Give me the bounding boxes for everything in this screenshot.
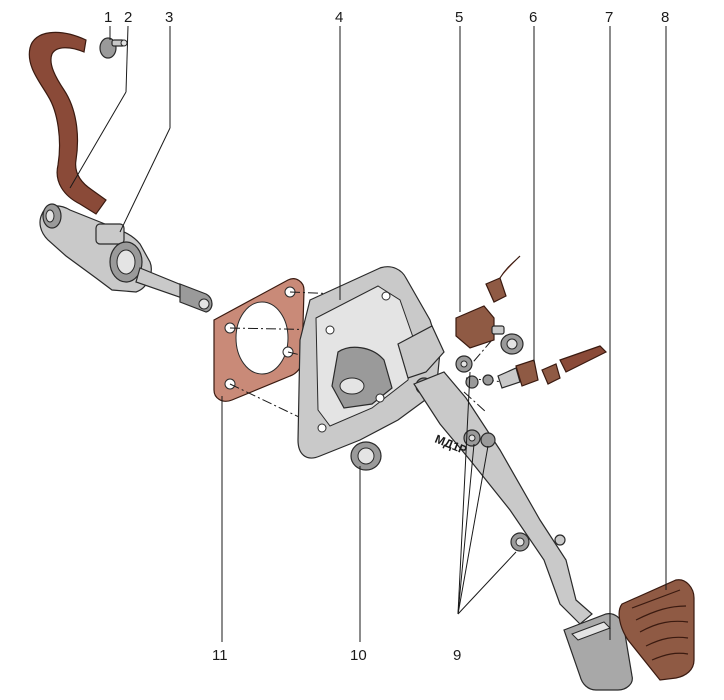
- callout-4: 4: [335, 9, 343, 26]
- callout-1: 1: [104, 9, 112, 26]
- gasket: [213, 278, 305, 402]
- callout-3: 3: [165, 9, 173, 26]
- callout-7: 7: [605, 9, 613, 26]
- bushing: [350, 441, 382, 471]
- callout-labels: 1 2 3 4 5 6 7 8 9 10 11: [104, 9, 669, 664]
- clutch-pedal-pad: [618, 579, 695, 681]
- pedal-bracket: [297, 266, 445, 459]
- hose-clamp: [99, 37, 128, 59]
- nuts: [455, 355, 566, 552]
- hose: [28, 31, 107, 215]
- callout-11: 11: [212, 647, 228, 664]
- callout-6: 6: [529, 9, 537, 26]
- callout-5: 5: [455, 9, 463, 26]
- master-cylinder: [39, 203, 213, 313]
- stop-light-switch: [455, 255, 524, 355]
- callout-8: 8: [661, 9, 669, 26]
- callout-2: 2: [124, 9, 132, 26]
- callout-10: 10: [350, 647, 367, 664]
- brake-pedal: МД1Р: [413, 371, 633, 691]
- switch-connector: [465, 345, 608, 389]
- callout-9: 9: [453, 647, 461, 664]
- leader-lines: [69, 25, 667, 642]
